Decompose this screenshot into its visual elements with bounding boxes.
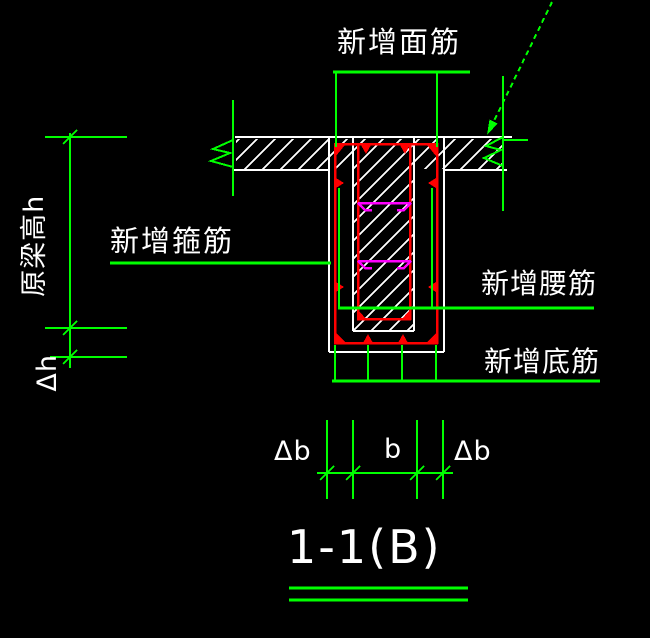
break-line-left: [207, 100, 234, 196]
new-stirrup-inner: [356, 145, 412, 321]
dimension-bottom: [317, 420, 453, 499]
slab-outline: [232, 136, 512, 171]
top-bars-label: 新增面筋: [337, 25, 462, 59]
concrete-hatch: [236, 139, 502, 330]
leader-waist-bars: [338, 188, 594, 310]
break-line-right: [481, 76, 528, 211]
beam-height-dim-label: 原梁高h: [19, 194, 51, 297]
leader-top-bars: [333, 70, 470, 147]
stirrups-label: 新增箍筋: [110, 224, 235, 258]
waist-bars-label: 新增腰筋: [481, 267, 598, 300]
waist-bars: [357, 201, 412, 270]
new-jacket-outline: [328, 137, 445, 353]
delta-b-left-dim-label: Δb: [274, 436, 312, 467]
bottom-bars-label: 新增底筋: [484, 345, 601, 378]
original-beam-outline: [352, 137, 415, 332]
dimension-left: [45, 129, 127, 368]
arrowhead-icon: [487, 119, 498, 135]
b-dim-label: b: [384, 434, 403, 465]
leader-bottom-bars: [332, 345, 600, 383]
slab-leader: [487, 1, 553, 135]
delta-h-dim-label: Δh: [31, 354, 63, 392]
section-title: 1-1(B): [287, 520, 442, 574]
delta-b-right-dim-label: Δb: [454, 436, 492, 467]
title-underline: [289, 586, 468, 602]
